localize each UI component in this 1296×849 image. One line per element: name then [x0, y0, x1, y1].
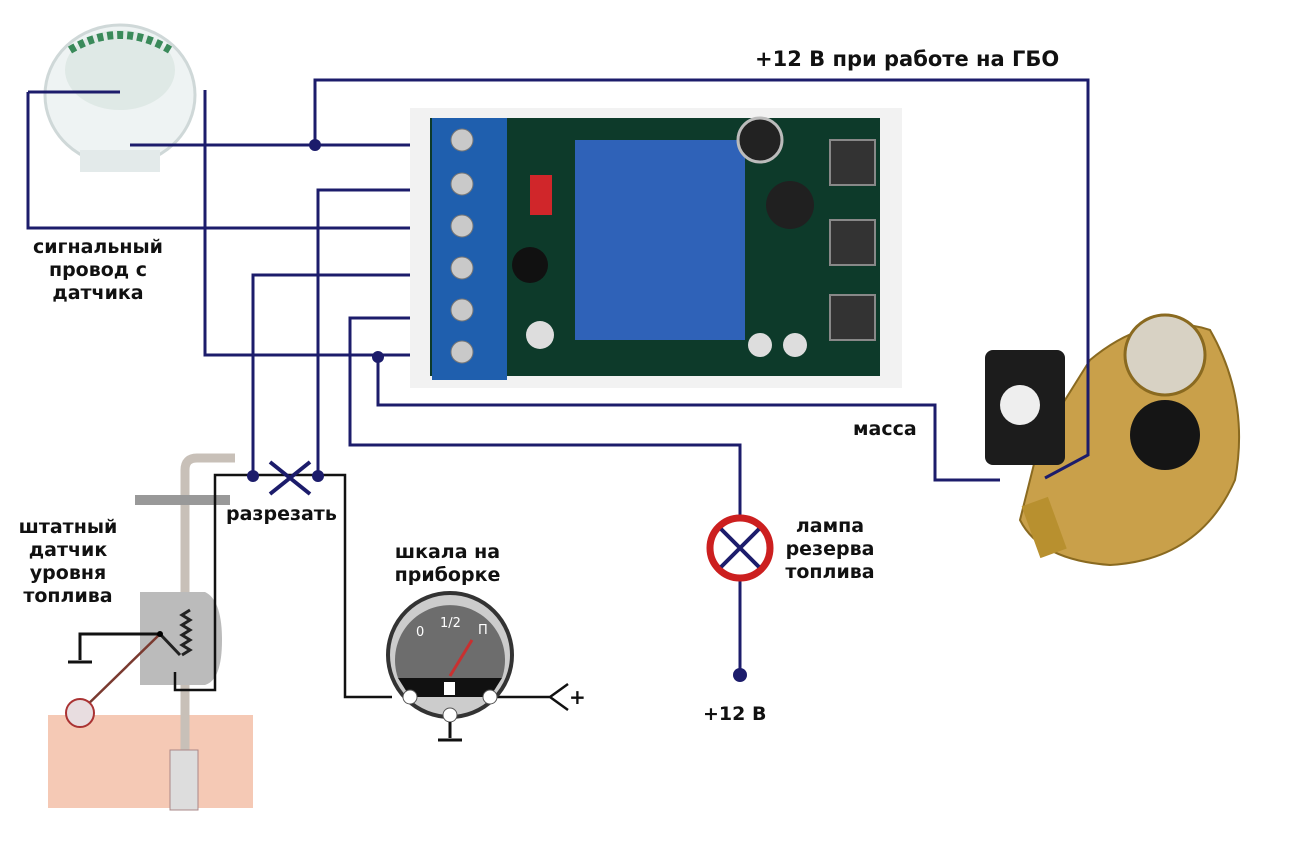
ground-label: масса [853, 418, 917, 440]
gauge-plus-label: + [569, 685, 586, 709]
gbo-power-label: +12 В при работе на ГБО [755, 47, 1060, 71]
plus12-label: +12 В [703, 703, 767, 725]
dash-gauge-line-1: шкала на [394, 541, 501, 563]
relay [575, 140, 745, 340]
ground-symbol [68, 632, 160, 664]
signal-wire-line-3: датчика [52, 282, 144, 304]
stock-sensor-line-1: штатный [18, 516, 118, 538]
signal-wire-line-2: провод с [48, 259, 148, 281]
stock-sensor-line-2: датчик [28, 539, 108, 561]
reserve-lamp-line-2: резерва [785, 538, 875, 560]
fuel-sender-drawing [48, 453, 392, 811]
reserve-lamp-label: лампа резерва топлива [775, 515, 885, 584]
level-sensor-image [43, 23, 197, 172]
signal-wire-line-1: сигнальный [32, 236, 163, 258]
gauge-mark-half: 1/2 [440, 616, 461, 631]
relay-board-image [410, 108, 902, 388]
reserve-lamp-symbol [706, 514, 774, 582]
stock-sensor-line-3: уровня [29, 562, 107, 584]
gauge-mark-full: П [478, 623, 488, 638]
cut-label: разрезать [226, 503, 337, 525]
gas-valve-image [985, 313, 1241, 567]
junction-dots [247, 139, 747, 682]
cut-mark [268, 460, 312, 496]
reserve-lamp-line-1: лампа [795, 515, 865, 537]
dash-gauge-line-2: приборке [394, 564, 501, 586]
terminal-block [432, 118, 507, 380]
dash-gauge-label: шкала на приборке [385, 541, 510, 587]
signal-wire-label: сигнальный провод с датчика [28, 236, 168, 305]
fuel-gauge: 0 1/2 П + [386, 591, 586, 742]
gauge-mark-empty: 0 [416, 625, 424, 640]
stock-sensor-label: штатный датчик уровня топлива [8, 516, 128, 608]
stock-sensor-line-4: топлива [23, 585, 113, 607]
reserve-lamp-line-3: топлива [785, 561, 875, 583]
